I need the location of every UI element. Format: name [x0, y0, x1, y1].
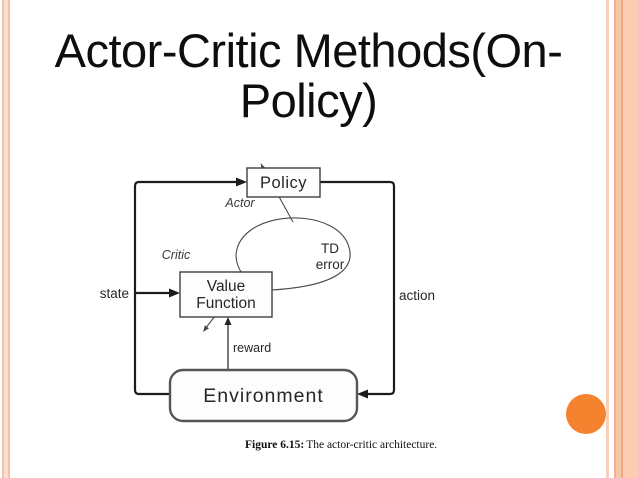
state-label: state [100, 286, 129, 301]
environment-box [168, 368, 359, 423]
slide-title-line2: Policy) [239, 73, 378, 127]
policy-box [246, 167, 321, 198]
environment-label: Environment [203, 385, 323, 407]
policy-label: Policy [260, 174, 307, 192]
actor-label: Actor [224, 196, 255, 210]
critic-label: Critic [162, 248, 191, 262]
arrowhead-td-error-critic [203, 325, 209, 332]
arrowhead-into-value-function [169, 288, 180, 298]
arrowhead-reward [224, 317, 232, 325]
reward-label: reward [233, 341, 271, 355]
right-edge-stripe [616, 0, 621, 478]
right-edge-stripe [621, 0, 623, 478]
td-error-loop [235, 217, 351, 291]
actor-critic-figure: Policy Actor Critic Value Function TD er… [85, 140, 485, 460]
right-edge-stripe [606, 0, 609, 478]
value-function-box [179, 271, 273, 318]
figure-caption: Figure 6.15:The actor-critic architectur… [245, 439, 437, 451]
td-error-label-line1: TD [321, 241, 339, 256]
state-loop-line [133, 180, 237, 396]
action-label: action [399, 288, 435, 303]
slide-title-line1: Actor-Critic Methods(On- [54, 24, 563, 77]
arrowhead-into-policy [236, 177, 247, 187]
arrowhead-into-environment [357, 389, 368, 399]
action-loop-line [320, 180, 396, 396]
right-edge-stripe [623, 0, 638, 478]
figure-caption-number: Figure 6.15: [245, 439, 304, 451]
left-edge-stripe [8, 0, 10, 478]
td-error-label-line2: error [316, 257, 345, 272]
slide-title: Actor-Critic Methods(On- Policy) [10, 26, 607, 126]
figure-caption-text: The actor-critic architecture. [306, 439, 437, 451]
accent-circle [566, 394, 606, 434]
left-edge-stripe [2, 0, 4, 478]
right-edge-stripe [614, 0, 616, 478]
value-function-label-line2: Function [196, 295, 255, 312]
left-edge-stripe [4, 0, 8, 478]
value-function-label-line1: Value [207, 278, 246, 295]
